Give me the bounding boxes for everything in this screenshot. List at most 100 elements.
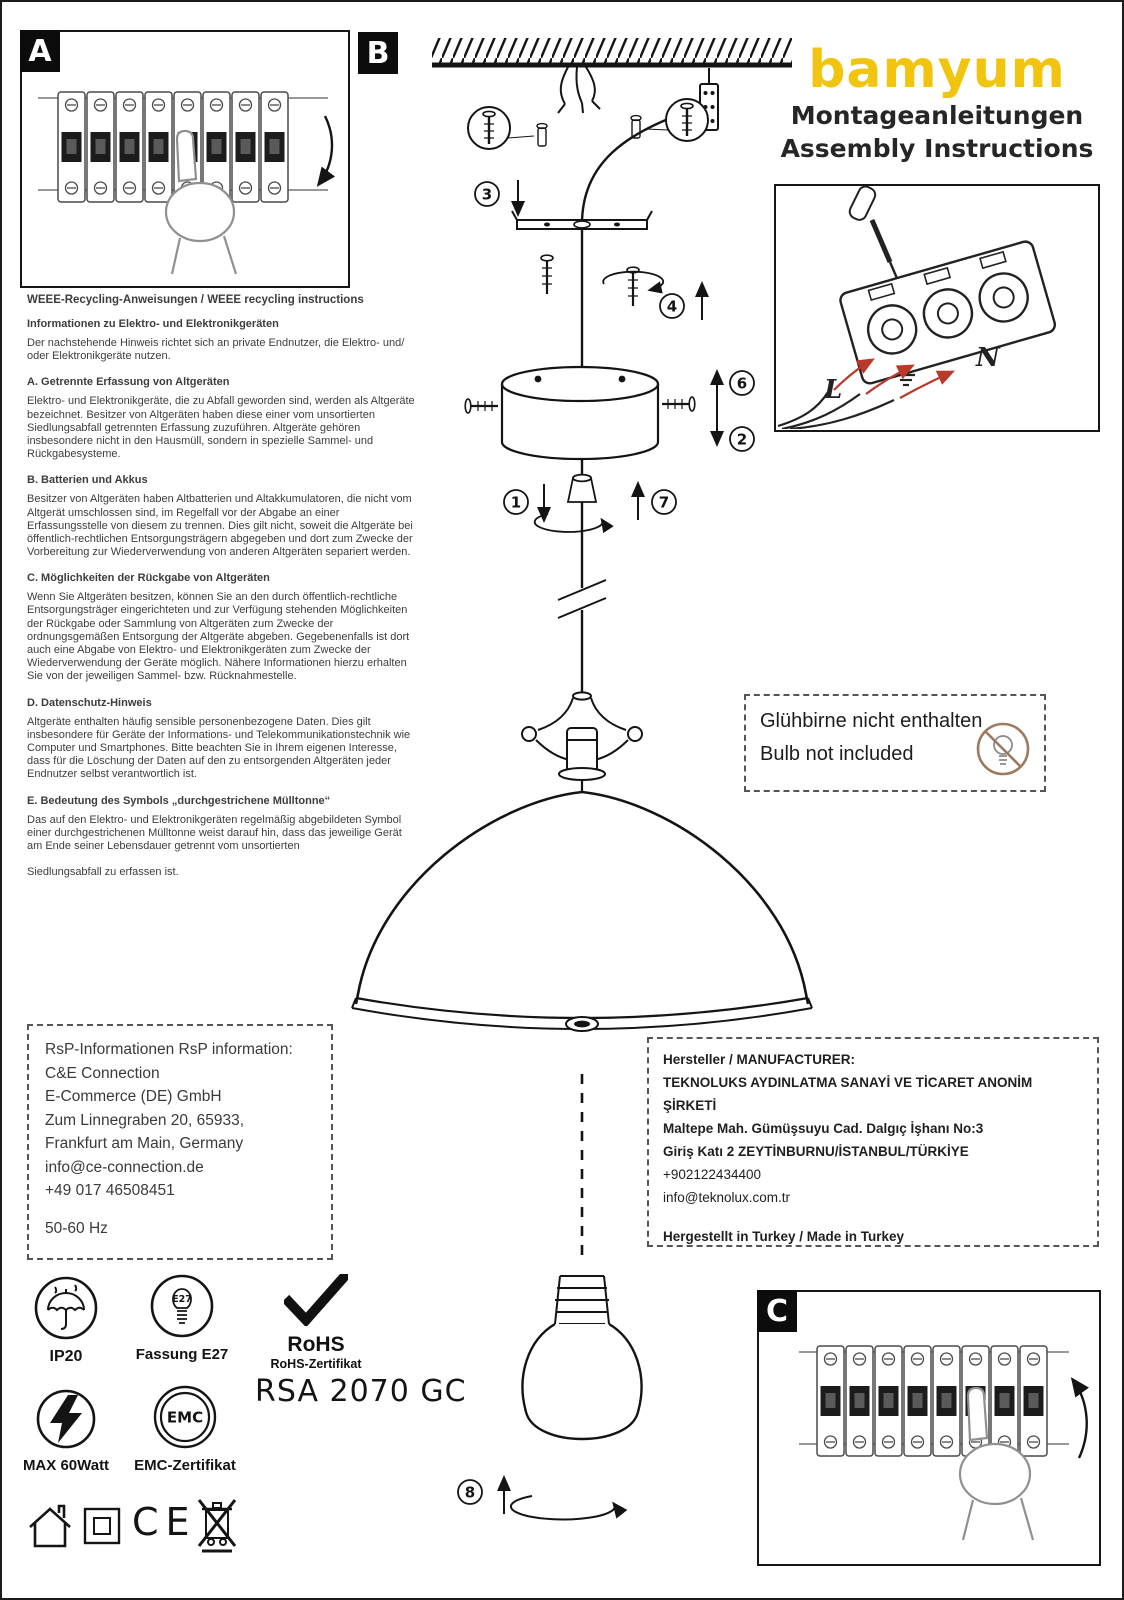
- manufacturer-email: info@teknolux.com.tr: [663, 1189, 791, 1205]
- hand-pointer: [164, 129, 238, 275]
- rotate-arrow-screw: [602, 270, 665, 294]
- rsp-frequency: 50-60 Hz: [45, 1219, 108, 1237]
- checkmark-icon: [281, 1269, 352, 1328]
- rsp-email: info@ce-connection.de: [45, 1158, 204, 1176]
- manufacturer-title: Hersteller / MANUFACTURER:: [663, 1052, 856, 1067]
- rohs-cert: RoHS-Zertifikat: [270, 1357, 362, 1371]
- flip-up-arrow: [1070, 1377, 1089, 1459]
- lamp-shade: [351, 780, 813, 1032]
- rsp-phone: +49 017 46508451: [45, 1182, 175, 1200]
- e27-code: E27: [172, 1294, 192, 1305]
- weee-block-e: E. Bedeutung des Symbols „durchgestriche…: [27, 794, 402, 852]
- manufacturer-box: Hersteller / MANUFACTURER: TEKNOLUKS AYD…: [647, 1037, 1099, 1247]
- manufacturer-address-1: Maltepe Mah. Gümüşsuyu Cad. Dalgıç İşhan…: [663, 1120, 984, 1136]
- lamp-holder: [521, 691, 643, 781]
- breaker-panel-drawing-a: [38, 91, 336, 275]
- terminal-label-l: L: [823, 375, 842, 405]
- ce-mark: CE: [132, 1500, 197, 1544]
- wiring-detail-drawing: L N: [777, 185, 1057, 431]
- mains-wires-detail: [777, 391, 895, 431]
- terminal-block-detail: [839, 240, 1057, 385]
- step-1-marker: 1: [503, 489, 529, 515]
- no-bulb-icon: [976, 722, 1030, 776]
- svg-text:8: 8: [465, 1484, 475, 1502]
- e27-badge: E27 Fassung E27: [135, 1273, 229, 1363]
- manufacturer-name: TEKNOLUKS AYDINLATMA SANAYİ VE TİCARET A…: [663, 1074, 1033, 1113]
- breaker-row: [816, 1345, 1048, 1457]
- svg-text:2: 2: [737, 431, 747, 449]
- weee-block-final: Siedlungsabfall zu erfassen ist.: [27, 866, 179, 879]
- rsp-title: RsP-Informationen RsP information:: [45, 1041, 293, 1058]
- emc-name: EMC: [167, 1409, 203, 1427]
- step-3-marker: 3: [474, 181, 500, 207]
- rsp-line: Zum Linnegraben 20, 65933,: [45, 1111, 245, 1129]
- hand-pointer: [958, 1386, 1035, 1541]
- svg-text:1: 1: [511, 494, 521, 512]
- rohs-badge: RoHS RoHS-Zertifikat: [260, 1269, 372, 1371]
- model-number: RSA 2070 GC: [255, 1374, 467, 1409]
- flip-down-arrow: [316, 115, 336, 187]
- wire-direction-arrows: [833, 358, 956, 399]
- rsp-line: C&E Connection: [45, 1064, 160, 1082]
- mounting-screw-1: [540, 254, 554, 294]
- rsp-line: Frankfurt am Main, Germany: [45, 1135, 244, 1153]
- bulb-note-box: Glühbirne nicht enthalten Bulb not inclu…: [744, 694, 1046, 792]
- emc-cert-label: EMC-Zertifikat: [134, 1457, 236, 1474]
- e27-socket-icon: E27: [150, 1274, 214, 1338]
- bulb: [521, 1275, 643, 1441]
- max-watt-badge: MAX 60Watt: [19, 1388, 113, 1474]
- breaker-row: [57, 91, 289, 203]
- assembly-diagram: 3 4 6 2 1 7 8: [351, 38, 813, 1521]
- section-a-label: A: [20, 30, 60, 72]
- weee-bin-icon: [197, 1499, 237, 1553]
- section-a-letter: A: [28, 33, 52, 69]
- emc-badge: EMC EMC-Zertifikat: [129, 1384, 241, 1474]
- svg-text:6: 6: [737, 375, 747, 393]
- ip20-icon: [34, 1276, 98, 1340]
- section-c-panel: C: [757, 1290, 1101, 1566]
- brand-block: bamyum Montageanleitungen Assembly Instr…: [777, 40, 1097, 165]
- section-b-label: B: [358, 32, 398, 74]
- step-2-marker: 2: [729, 426, 755, 452]
- step-6-marker: 6: [729, 370, 755, 396]
- manufacturer-phone: +902122434400: [663, 1166, 761, 1182]
- bulb-note-de: Glühbirne nicht enthalten: [760, 710, 983, 732]
- canopy: [500, 365, 660, 461]
- bulb-note-en: Bulb not included: [760, 743, 914, 765]
- house-icon: [29, 1504, 71, 1548]
- e27-label: Fassung E27: [135, 1346, 229, 1363]
- emc-seal-icon: EMC: [153, 1385, 217, 1449]
- cord-break-marks: [557, 579, 607, 619]
- weee-block-c: C. Möglichkeiten der Rückgabe von Altger…: [27, 572, 410, 683]
- screwdriver: [848, 185, 901, 284]
- screw-detail-right: [630, 98, 709, 142]
- rotate-arrow-grip: [533, 513, 614, 534]
- ceiling: [432, 38, 792, 68]
- ip20-label: IP20: [49, 1348, 83, 1365]
- rsp-info-box: RsP-Informationen RsP information: C&E C…: [27, 1024, 333, 1260]
- canopy-screw-right: [662, 396, 696, 412]
- subtitle-de: Montageanleitungen: [790, 101, 1084, 130]
- section-c-letter: C: [765, 1293, 789, 1329]
- step-7-marker: 7: [651, 489, 677, 515]
- terminal-label-n: N: [975, 343, 1001, 373]
- breaker-panel-drawing-c: [799, 1345, 1089, 1541]
- mains-wires: [557, 66, 601, 114]
- step-8-marker: 8: [457, 1479, 483, 1505]
- subtitle-en: Assembly Instructions: [780, 133, 1094, 163]
- cord-grip: [566, 473, 598, 503]
- ip20-badge: IP20: [31, 1275, 101, 1366]
- svg-text:3: 3: [482, 186, 492, 204]
- rotate-arrow-bulb: [509, 1495, 628, 1521]
- rsp-line: E-Commerce (DE) GmbH: [45, 1088, 222, 1106]
- weee-block-d: D. Datenschutz-Hinweis Altgeräte enthalt…: [27, 696, 411, 781]
- weee-heading: WEEE-Recycling-Anweisungen / WEEE recycl…: [27, 294, 364, 306]
- manufacturer-address-2: Giriş Katı 2 ZEYTİNBURNU/İSTANBUL/TÜRKİY…: [663, 1143, 969, 1159]
- svg-text:4: 4: [667, 298, 677, 316]
- canopy-screw-left: [464, 398, 498, 414]
- max-watt-label: MAX 60Watt: [22, 1457, 110, 1474]
- weee-block-info: Informationen zu Elektro- und Elektronik…: [27, 318, 405, 363]
- rohs-name: RoHS: [287, 1333, 345, 1356]
- mounting-screw-2: [626, 266, 640, 306]
